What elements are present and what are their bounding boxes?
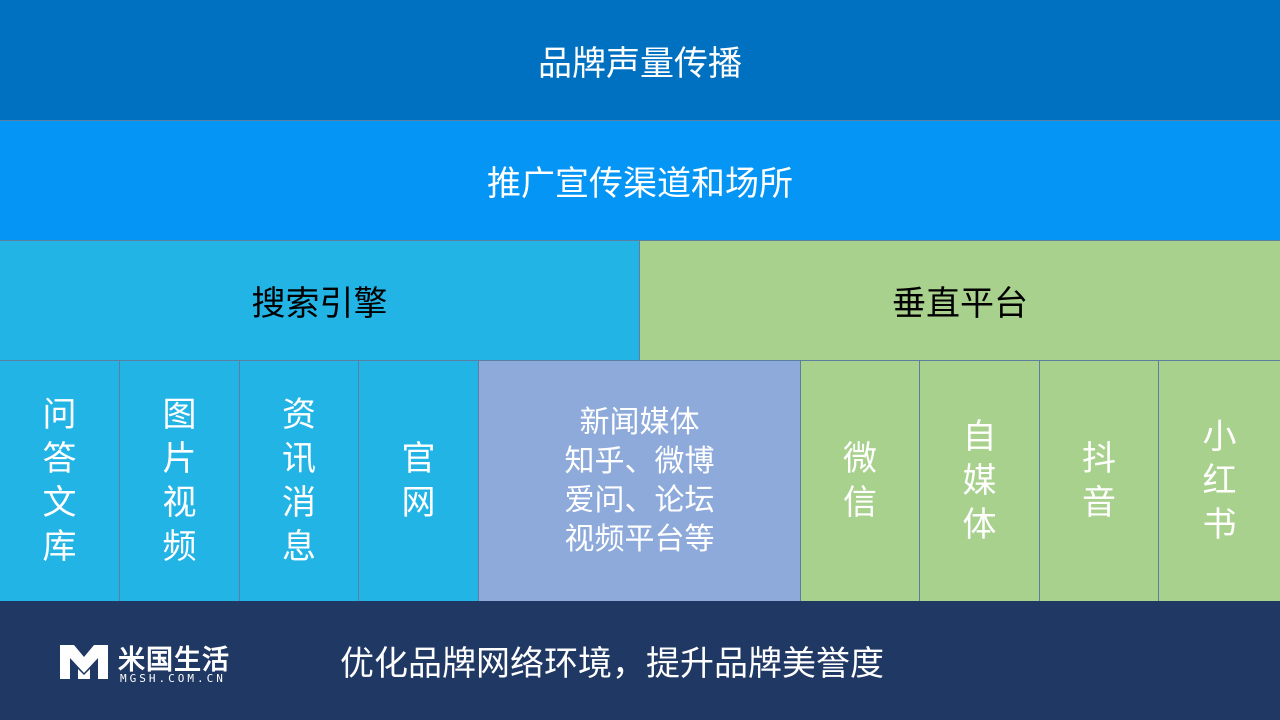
promotion-channels-banner: 推广宣传渠道和场所 <box>0 121 1280 241</box>
channel-official-site: 官网 <box>359 361 479 601</box>
search-engine-category: 搜索引擎 <box>0 241 640 361</box>
logo-name: 米国生活 <box>118 645 230 676</box>
channel-label: 官网 <box>401 439 436 523</box>
channel-media-platforms: 新闻媒体 知乎、微博 爱问、论坛 视频平台等 <box>479 361 801 601</box>
channel-label: 问答文库 <box>42 395 77 567</box>
channel-image-video: 图片视频 <box>120 361 240 601</box>
channel-label: 资讯消息 <box>281 395 316 567</box>
channel-qa-library: 问答文库 <box>0 361 120 601</box>
channel-label: 图片视频 <box>162 395 197 567</box>
channel-xiaohongshu: 小红书 <box>1159 361 1280 601</box>
mgsh-logo-icon <box>60 645 108 679</box>
footer-bar: 米国生活 MGSH.COM.CN 优化品牌网络环境，提升品牌美誉度 <box>0 601 1280 720</box>
media-line: 知乎、微博 <box>564 444 715 479</box>
brand-volume-banner: 品牌声量传播 <box>0 0 1280 121</box>
channel-label: 小红书 <box>1202 417 1237 545</box>
footer-slogan: 优化品牌网络环境，提升品牌美誉度 <box>340 644 884 684</box>
vertical-platform-category: 垂直平台 <box>640 241 1280 361</box>
channel-wechat: 微信 <box>801 361 920 601</box>
channel-label: 自媒体 <box>962 417 997 545</box>
channel-label: 抖音 <box>1081 439 1116 523</box>
brand-volume-title: 品牌声量传播 <box>538 43 742 84</box>
media-platforms-text: 新闻媒体 知乎、微博 爱问、论坛 视频平台等 <box>565 403 715 559</box>
vertical-platform-label: 垂直平台 <box>892 284 1028 324</box>
promotion-channels-title: 推广宣传渠道和场所 <box>487 164 793 204</box>
search-engine-label: 搜索引擎 <box>251 284 388 324</box>
channel-douyin: 抖音 <box>1040 361 1159 601</box>
media-line: 新闻媒体 <box>579 405 700 440</box>
media-line: 爱问、论坛 <box>564 483 715 518</box>
logo-url: MGSH.COM.CN <box>120 672 226 685</box>
channel-label: 微信 <box>842 439 877 523</box>
channel-news-info: 资讯消息 <box>240 361 359 601</box>
media-line: 视频平台等 <box>564 522 715 557</box>
channel-self-media: 自媒体 <box>920 361 1040 601</box>
